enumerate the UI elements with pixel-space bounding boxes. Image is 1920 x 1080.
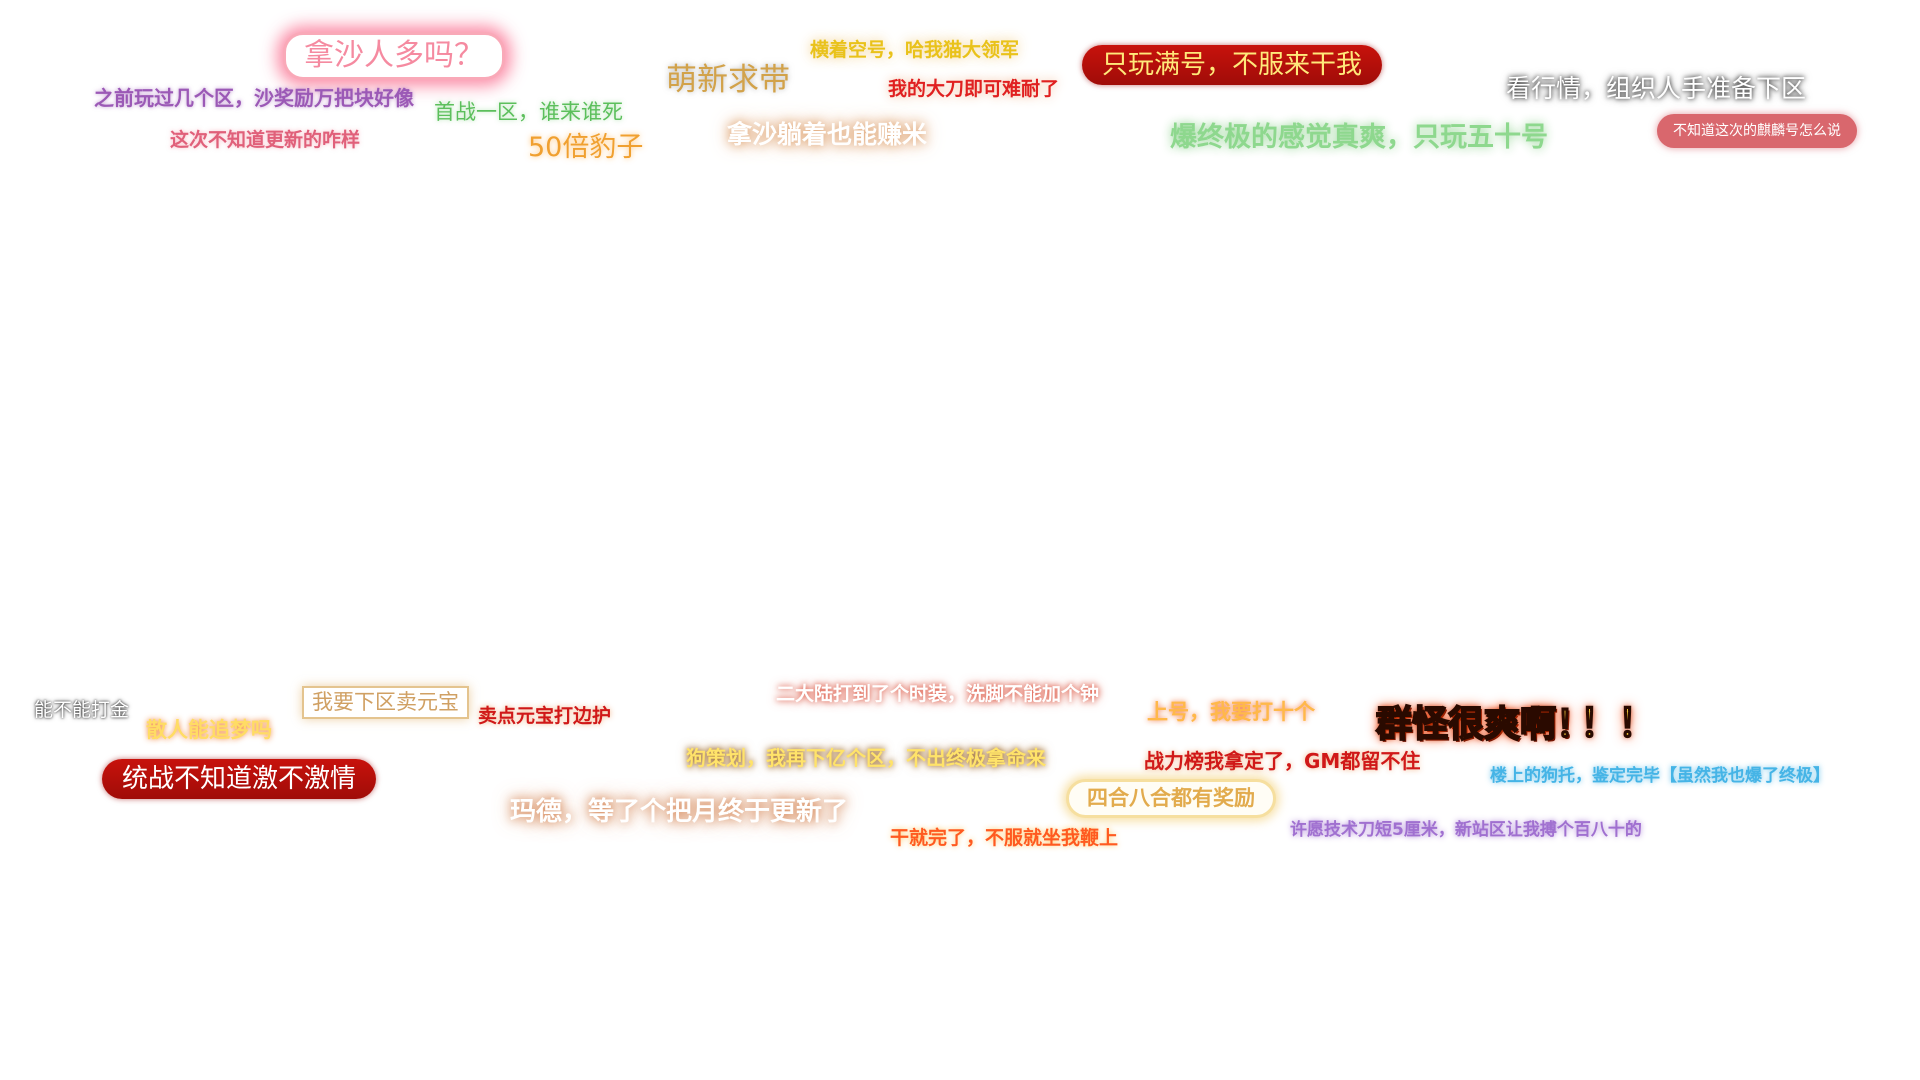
danmu-message: 战力榜我拿定了，GM都留不住 (1144, 749, 1421, 773)
danmu-message: 楼上的狗托，鉴定完毕【虽然我也爆了终极】 (1490, 766, 1830, 786)
danmu-message: 爆终极的感觉真爽，只玩五十号 (1170, 122, 1548, 153)
danmu-message: 拿沙人多吗？ (283, 32, 505, 80)
danmu-message: 这次不知道更新的咋样 (170, 129, 361, 151)
danmu-message: 卖点元宝打边护 (478, 705, 612, 727)
danmu-message: 不知道这次的麒麟号怎么说 (1657, 114, 1857, 148)
danmu-message: ！！ (1579, 701, 1657, 745)
danmu-message: 统战不知道激不激情 (102, 759, 377, 799)
danmu-message: 许愿技术刀短5厘米，新站区让我搏个百八十的 (1290, 820, 1642, 840)
danmu-message: 只玩满号，不服来干我 (1082, 45, 1383, 85)
danmu-message: 拿沙躺着也能赚米 (727, 120, 928, 149)
danmu-message: 萌新求带 (666, 62, 790, 98)
danmu-message: 看行情，组织人手准备下区 (1506, 74, 1807, 103)
danmu-message: 四合八合都有奖励 (1066, 779, 1276, 818)
danmu-message: 横着空号，哈我猫大领军 (810, 39, 1020, 61)
danmu-message: 群怪很爽啊！ (1375, 704, 1593, 745)
danmu-message: 我的大刀即可难耐了 (888, 78, 1060, 100)
danmu-message: 我要下区卖元宝 (302, 686, 469, 719)
danmu-message: 二大陆打到了个时装，洗脚不能加个钟 (776, 683, 1100, 705)
danmu-message: 首战一区，谁来谁死 (434, 100, 623, 124)
danmu-message: 50倍豹子 (528, 132, 644, 163)
danmu-message: 干就完了，不服就坐我鞭上 (890, 827, 1119, 849)
danmu-message: 能不能打金 (34, 699, 130, 721)
danmu-message: 散人能追梦吗 (146, 718, 272, 742)
danmu-message: 狗策划，我再下亿个区，不出终极拿命来 (686, 746, 1046, 770)
danmu-message: 之前玩过几个区，沙奖励万把块好像 (94, 86, 414, 110)
danmu-message: 上号，我要打十个 (1147, 700, 1315, 724)
danmu-message: 玛德，等了个把月终于更新了 (510, 797, 849, 827)
